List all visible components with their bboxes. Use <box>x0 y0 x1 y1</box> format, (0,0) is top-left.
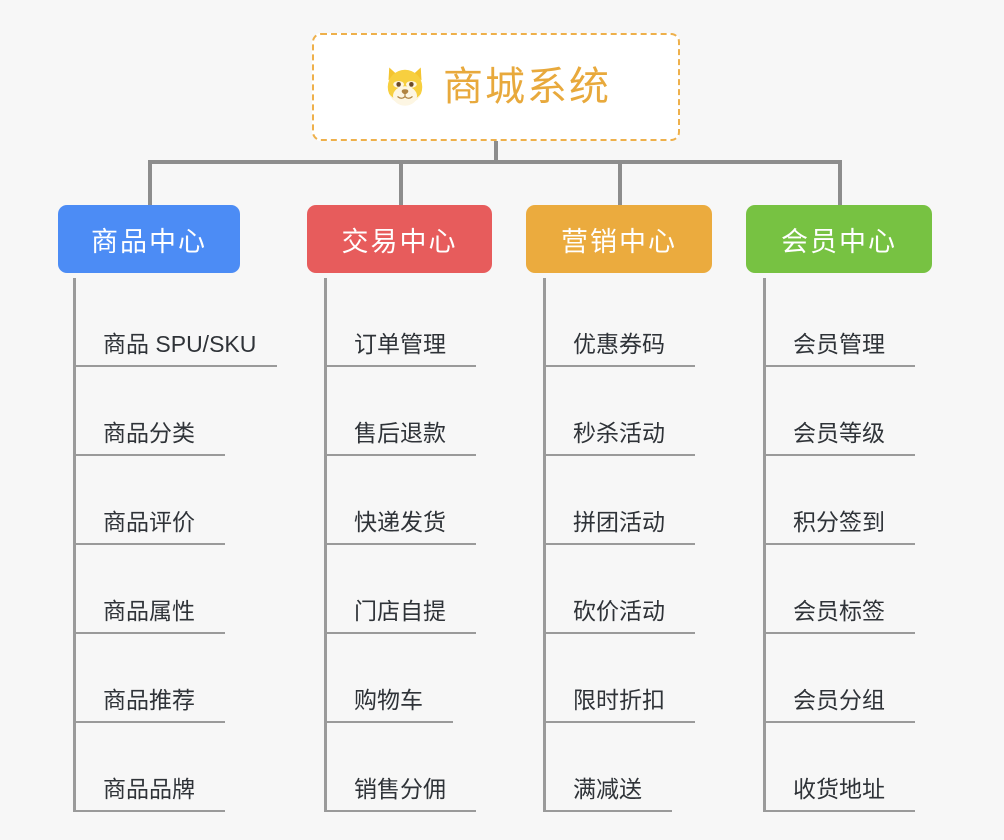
root-stem-connector <box>494 141 498 164</box>
leaf-rule <box>763 454 915 456</box>
leaf-label: 售后退款 <box>354 419 446 446</box>
leaf-rule <box>73 454 225 456</box>
leaf-label: 商品 SPU/SKU <box>103 330 257 357</box>
leaf-rule <box>73 632 225 634</box>
leaf-label: 会员等级 <box>793 419 885 446</box>
leaf-rule <box>73 810 225 812</box>
leaf-rule <box>763 632 915 634</box>
leaf-label: 砍价活动 <box>573 597 665 624</box>
horizontal-bus-connector <box>148 160 842 164</box>
category-box-2[interactable]: 交易中心 <box>307 205 492 273</box>
leaf-rule <box>73 543 225 545</box>
drop-connector-3 <box>618 160 622 206</box>
branch-spine-1 <box>73 278 76 812</box>
leaf-rule <box>543 632 695 634</box>
leaf-label: 订单管理 <box>354 330 446 357</box>
leaf-rule <box>324 543 476 545</box>
leaf-label: 会员标签 <box>793 597 885 624</box>
leaf-label: 购物车 <box>354 686 423 713</box>
drop-connector-4 <box>838 160 842 206</box>
leaf-rule <box>543 454 695 456</box>
branch-spine-4 <box>763 278 766 812</box>
leaf-rule <box>763 365 915 367</box>
category-box-3[interactable]: 营销中心 <box>526 205 712 273</box>
leaf-rule <box>324 632 476 634</box>
branch-spine-2 <box>324 278 327 812</box>
leaf-rule <box>543 365 695 367</box>
category-label-4: 会员中心 <box>781 226 897 257</box>
branch-spine-3 <box>543 278 546 812</box>
leaf-rule <box>324 721 453 723</box>
leaf-label: 商品评价 <box>103 508 195 535</box>
category-label-1: 商品中心 <box>91 226 207 257</box>
leaf-label: 商品推荐 <box>103 686 195 713</box>
leaf-rule <box>763 721 915 723</box>
category-box-4[interactable]: 会员中心 <box>746 205 932 273</box>
leaf-label: 商品品牌 <box>103 775 195 802</box>
drop-connector-2 <box>399 160 403 206</box>
leaf-label: 限时折扣 <box>573 686 665 713</box>
leaf-rule <box>543 543 695 545</box>
leaf-label: 销售分佣 <box>354 775 446 802</box>
leaf-rule <box>543 721 695 723</box>
root-node[interactable]: 商城系统 <box>312 33 680 141</box>
drop-connector-1 <box>148 160 152 206</box>
leaf-label: 积分签到 <box>793 508 885 535</box>
leaf-label: 拼团活动 <box>573 508 665 535</box>
category-label-2: 交易中心 <box>341 226 458 257</box>
leaf-rule <box>324 365 476 367</box>
dog-face-icon <box>387 67 423 106</box>
leaf-label: 秒杀活动 <box>573 419 665 446</box>
leaf-label: 门店自提 <box>354 597 446 624</box>
category-box-1[interactable]: 商品中心 <box>58 205 240 273</box>
leaf-label: 收货地址 <box>793 775 885 802</box>
leaf-rule <box>543 810 672 812</box>
leaf-label: 会员分组 <box>793 686 885 713</box>
leaf-rule <box>324 454 476 456</box>
leaf-rule <box>73 365 277 367</box>
leaf-label: 满减送 <box>573 775 642 802</box>
leaf-label: 快递发货 <box>354 508 446 535</box>
leaf-label: 商品属性 <box>103 597 195 624</box>
leaf-label: 会员管理 <box>793 330 885 357</box>
root-title: 商城系统 <box>443 65 611 109</box>
leaf-label: 优惠券码 <box>573 330 665 357</box>
leaf-label: 商品分类 <box>103 419 195 446</box>
leaf-rule <box>73 721 225 723</box>
leaf-rule <box>324 810 476 812</box>
leaf-rule <box>763 810 915 812</box>
category-label-3: 营销中心 <box>561 226 677 257</box>
leaf-rule <box>763 543 915 545</box>
